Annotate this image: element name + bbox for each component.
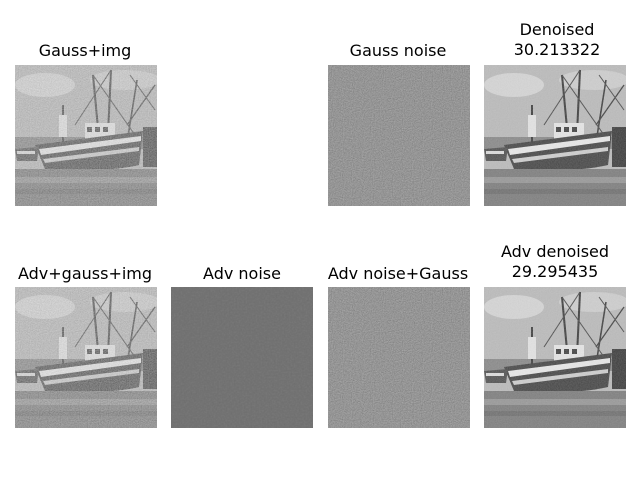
- denoised-image: [484, 65, 626, 206]
- adv-gauss-img-image: [15, 287, 157, 428]
- adv-denoised-title: Adv denoised 29.295435: [470, 242, 640, 282]
- denoised-score: 30.213322: [513, 40, 601, 59]
- denoised-title: Denoised 30.213322: [472, 20, 640, 60]
- adv-noise-gauss-panel: [328, 287, 470, 428]
- adv-noise-gauss-image: [328, 287, 470, 428]
- adv-noise-image: [171, 287, 313, 428]
- gauss-img-title: Gauss+img: [38, 41, 132, 60]
- gauss-noise-title: Gauss noise: [349, 41, 447, 60]
- gauss-img-image: [15, 65, 157, 206]
- adv-gauss-img-title: Adv+gauss+img: [17, 264, 153, 283]
- adv-gauss-img-panel: [15, 287, 157, 428]
- gauss-img-panel: [15, 65, 157, 206]
- gauss-noise-panel: [328, 65, 470, 206]
- adv-denoised-score: 29.295435: [511, 262, 599, 281]
- adv-denoised-image: [484, 287, 626, 428]
- adv-noise-gauss-title: Adv noise+Gauss: [327, 264, 469, 283]
- denoised-panel: [484, 65, 626, 206]
- adv-noise-title: Adv noise: [203, 264, 281, 283]
- adv-denoised-panel: [484, 287, 626, 428]
- gauss-noise-image: [328, 65, 470, 206]
- adv-noise-panel: [171, 287, 313, 428]
